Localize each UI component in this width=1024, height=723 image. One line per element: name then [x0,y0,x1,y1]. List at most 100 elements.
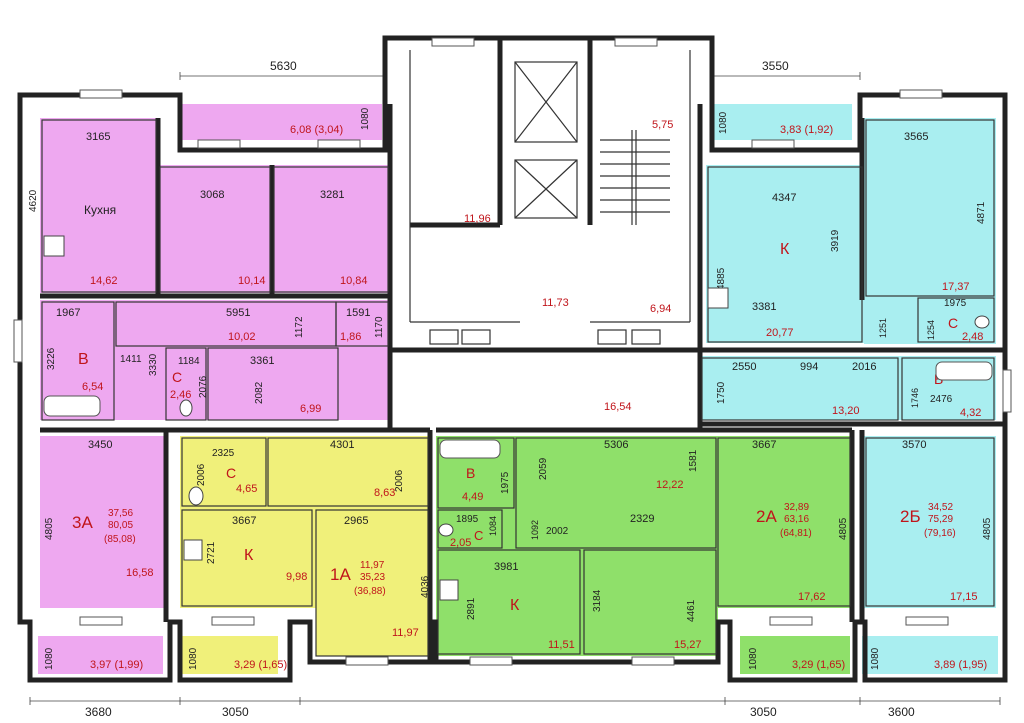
apartment-2a: 2275 1975 В 4,49 5306 2059 1581 12,22 18… [450,439,849,671]
apt-1a-l2: 35,23 [360,572,385,583]
wc-dim-w: 2325 [212,448,235,459]
kitchen-dim-h2: 3919 [830,229,841,252]
apt-3a-title: 3А [72,513,93,532]
wc-area: 2,48 [962,331,983,343]
zone-cyan [700,104,998,674]
bath-area: 4,49 [462,491,483,503]
store-dim-2: 1170 [374,316,385,338]
bath-dim-w: 1967 [56,307,80,319]
room2-dim-h: 4805 [838,517,849,540]
hall-area: 8,63 [374,487,395,499]
apt-2b-l3: (79,16) [924,528,956,539]
hall-area: 10,02 [228,331,256,343]
kitchen-dim-h: 2721 [206,541,217,564]
apt-2a-l2: 63,16 [784,514,809,525]
zone-yellow [180,436,430,674]
store-dim: 1591 [346,307,370,319]
apt-1a-title: 1А [330,565,351,584]
kitchen-dim: 3981 [494,561,518,573]
core-hall-area: 11,96 [464,213,491,225]
pass-dim: 2002 [546,526,569,537]
kitchen-dim: 3667 [232,515,256,527]
bath-dim-w: 2476 [930,394,953,405]
balcony2-area: 3,89 (1,95) [934,659,987,671]
hall-dim-h: 2006 [394,469,405,492]
balcony2-dim: 1080 [870,647,881,670]
dim-bottom-a: 3680 [85,705,112,719]
kitchen-label: Кухня [84,203,116,217]
kitchen-dim-b: 3381 [752,301,776,313]
kitchen-label: К [780,241,790,258]
room5-dim: 3450 [88,439,112,451]
dimension-lines [29,72,1001,705]
bath-area: 4,32 [960,407,981,419]
wc-dim-b: 3330 [148,353,159,376]
kitchen-dim-w: 3165 [86,131,110,143]
wc-dim-a: 1411 [120,354,142,365]
kitchen-dim-h: 2891 [466,597,477,620]
apt-3a-l2: 80,05 [108,520,133,531]
core-labels: 11,96 5,75 11,73 6,94 16,54 [464,119,673,413]
room2-dim-h: 4805 [982,517,993,540]
kitchen-dim-h: 4885 [716,267,727,290]
apt-2a-title: 2А [756,507,777,526]
room-area: 11,97 [392,627,419,639]
room3-area: 10,84 [340,275,368,287]
bathtub-icon [43,395,101,417]
balcony-area: 6,08 (3,04) [290,124,343,136]
bath-label: В [466,465,475,481]
toilet-icon [179,399,193,417]
zone-green [436,436,850,674]
bath-dim-h: 1975 [500,471,511,494]
pass-dim-h: 1092 [530,520,540,540]
store-area: 1,86 [340,331,361,343]
room-dim-h: 4871 [976,201,987,224]
room2-dim: 3667 [752,439,776,451]
hall-dim-h: 2059 [538,457,549,480]
apt-3a-l1: 37,56 [108,508,133,519]
core-lobby-area: 11,73 [542,297,569,309]
core-corridor-area: 16,54 [604,401,632,413]
kitchen-area: 9,98 [286,571,307,583]
dim-bottom-b: 3050 [222,705,249,719]
apartment-3a: 3165 4620 Кухня 14,62 6,08 (3,04) 1080 3… [28,107,385,671]
dim-bottom-c: 3050 [750,705,777,719]
hall-dim-h2: 1581 [688,449,699,472]
wc-area: 4,65 [236,483,257,495]
apartment-2b: 1080 3,83 (1,92) 4347 4885 3919 К 3381 2… [716,111,993,671]
room-dim-h: 4461 [686,599,697,622]
core-stair-area: 5,75 [652,119,673,131]
hall-area: 13,20 [832,405,860,417]
balcony-area: 3,29 (1,65) [234,659,287,671]
balcony-dim: 1080 [360,107,371,130]
bath-area: 6,54 [82,381,103,393]
kitchen-label: К [244,547,254,564]
wc-dim-h2: 1251 [878,318,888,338]
apt-2a-l3: (64,81) [780,528,812,539]
balcony-dim: 1080 [188,647,199,670]
core-stairbottom-area: 6,94 [650,303,671,315]
toilet-icon [974,315,990,329]
room2-dim: 3068 [200,189,224,201]
balcony-area: 3,83 (1,92) [780,124,833,136]
fixtures [43,235,993,601]
wc-dim-h: 2006 [196,463,207,486]
windows [13,37,1012,666]
wc-area: 2,05 [450,537,471,549]
apt-1a-l1: 11,97 [360,560,385,571]
dim-top-left: 5630 [270,59,297,73]
room-dim-h: 4036 [420,575,431,598]
walls [17,35,1008,683]
bath-label: В [78,351,89,368]
wc-area: 2,46 [170,389,191,401]
room-dim-h2: 3184 [592,589,603,612]
balcony2-area: 3,97 (1,99) [90,659,143,671]
kitchen-dim-h: 4620 [28,189,39,212]
room2-area: 17,15 [950,591,978,603]
kitchen-area: 14,62 [90,275,118,287]
balcony2-dim: 1080 [44,647,55,670]
wc-label: С [172,369,182,385]
balcony-area: 3,29 (1,65) [792,659,845,671]
stove-icon [439,579,459,601]
room4-dim-h: 2082 [254,381,265,404]
